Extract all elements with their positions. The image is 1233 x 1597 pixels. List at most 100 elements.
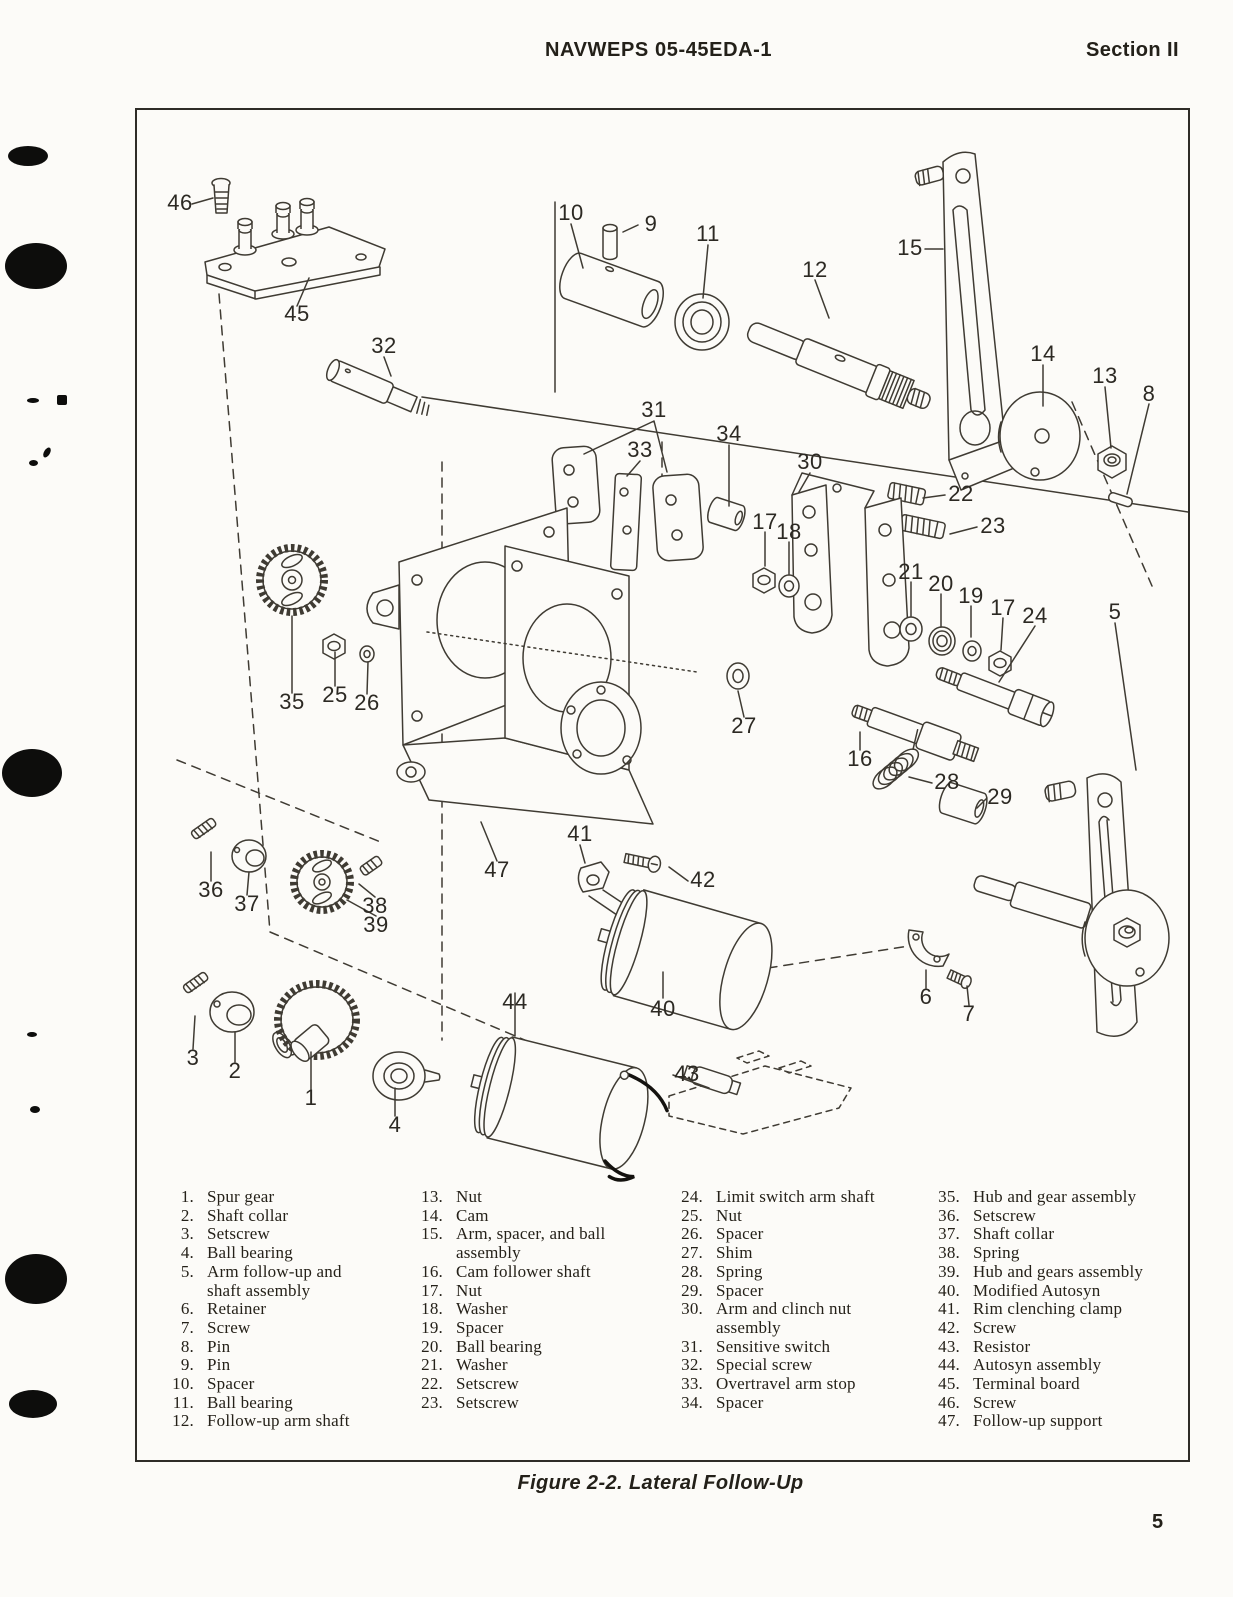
part-resistor-43 xyxy=(668,1050,852,1135)
part-name: Spacer xyxy=(207,1374,255,1394)
parts-list-item: 11.Ball bearing xyxy=(158,1393,404,1413)
part-number: 7. xyxy=(180,1317,194,1337)
part-name: Shaft collar xyxy=(973,1224,1055,1244)
parts-list-item: 26.Spacer xyxy=(667,1225,921,1244)
parts-list-item: 21.Washer xyxy=(407,1356,659,1375)
parts-list-item: 33.Overtravel arm stop xyxy=(667,1374,921,1394)
part-cam-follower-shaft-16 xyxy=(851,704,980,763)
part-ball-bearing-11 xyxy=(674,293,730,351)
callout-32: 32 xyxy=(371,333,396,358)
callout-27: 27 xyxy=(731,713,756,738)
parts-list-item: 13.Nut xyxy=(407,1187,659,1207)
part-number: 18. xyxy=(421,1299,443,1319)
part-number: 29. xyxy=(681,1280,703,1300)
part-name: Shaft collar xyxy=(207,1205,289,1225)
part-number: 13. xyxy=(421,1187,443,1206)
part-ball-bearing-4 xyxy=(372,1051,441,1101)
scan-mark xyxy=(2,749,62,797)
part-name: Spacer xyxy=(716,1392,764,1412)
part-hub-and-gear-assembly-35 xyxy=(256,544,328,616)
parts-list-item: 47.Follow-up support xyxy=(924,1412,1186,1431)
part-number: 27. xyxy=(681,1243,703,1263)
part-overtravel-arm-stop-33 xyxy=(609,472,643,572)
callout-40: 40 xyxy=(650,996,675,1021)
part-number: 45. xyxy=(938,1374,960,1394)
parts-list-item: 6.Retainer xyxy=(158,1300,404,1319)
parts-list-item: 7.Screw xyxy=(158,1317,404,1338)
part-arm-follow-up-5 xyxy=(973,773,1170,1037)
callout-34: 34 xyxy=(716,421,741,446)
part-number: 10. xyxy=(172,1374,194,1394)
parts-list-item: 2.Shaft collar xyxy=(158,1205,404,1226)
parts-list-item: 20.Ball bearing xyxy=(407,1337,659,1357)
callout-46: 46 xyxy=(167,190,192,215)
part-name: Limit switch arm shaft xyxy=(716,1187,875,1206)
part-name: Pin xyxy=(207,1336,231,1356)
callout-20: 20 xyxy=(928,571,953,596)
part-screw-42 xyxy=(623,852,662,873)
part-sensitive-switch-31b xyxy=(652,473,704,562)
part-spacer-26 xyxy=(359,645,375,663)
callout-19: 19 xyxy=(958,583,983,608)
callout-47: 47 xyxy=(484,857,509,882)
part-name: Overtravel arm stop xyxy=(716,1374,856,1394)
scan-mark xyxy=(9,1390,57,1418)
parts-list-item: 38.Spring xyxy=(924,1243,1186,1263)
scan-mark xyxy=(30,1106,40,1113)
part-number: 30. xyxy=(681,1299,703,1319)
callout-5: 5 xyxy=(1109,599,1122,624)
part-name: Washer xyxy=(456,1299,508,1319)
part-name: Washer xyxy=(456,1355,508,1375)
parts-list-item: 3.Setscrew xyxy=(158,1225,404,1244)
parts-list-item: 23.Setscrew xyxy=(407,1393,659,1413)
part-name: Ball bearing xyxy=(207,1243,293,1263)
part-shim-27 xyxy=(726,662,750,690)
part-name: Nut xyxy=(456,1280,483,1300)
callout-15: 15 xyxy=(897,235,922,260)
callout-9: 9 xyxy=(645,211,658,236)
parts-list-item: 40. Modified Autosyn xyxy=(924,1280,1186,1301)
part-follow-up-support-47 xyxy=(366,507,698,825)
parts-list-item: 1.Spur gear xyxy=(158,1187,404,1207)
callout-45: 45 xyxy=(284,301,309,326)
part-number: 8. xyxy=(180,1336,194,1356)
parts-list-item: 28.Spring xyxy=(667,1262,921,1282)
part-number: 36. xyxy=(938,1205,960,1225)
part-name: Shim xyxy=(716,1243,753,1263)
part-number: 40. xyxy=(938,1280,960,1300)
part-ball-bearing-20 xyxy=(928,626,956,656)
part-special-screw-32 xyxy=(325,358,430,416)
part-autosyn-assembly-44 xyxy=(470,1036,669,1182)
part-pin-8 xyxy=(1107,492,1133,508)
part-name: Follow-up support xyxy=(973,1411,1103,1431)
parts-list-item: 29.Spacer xyxy=(667,1280,921,1301)
callout-10: 10 xyxy=(558,200,583,225)
part-name: Modified Autosyn xyxy=(973,1280,1101,1300)
scan-mark xyxy=(27,398,39,403)
part-screw-46 xyxy=(211,177,231,214)
part-number: 43. xyxy=(938,1336,960,1356)
scan-mark xyxy=(27,1032,37,1037)
parts-list-item: 35.Hub and gear assembly xyxy=(924,1187,1186,1207)
callout-44: 44 xyxy=(502,989,527,1014)
callout-42: 42 xyxy=(690,867,715,892)
part-number: 44. xyxy=(938,1355,960,1375)
part-number: 37. xyxy=(938,1224,960,1244)
page-number: 5 xyxy=(1152,1511,1164,1533)
part-number: 3. xyxy=(180,1224,194,1244)
parts-list-item: 17.Nut xyxy=(407,1280,659,1301)
part-name: Cam follower shaft xyxy=(456,1261,591,1281)
callout-38: 38 xyxy=(362,893,387,918)
part-setscrew-38 xyxy=(359,855,383,876)
callout-6: 6 xyxy=(920,984,933,1009)
part-number: 42. xyxy=(938,1317,960,1337)
part-name: Setscrew xyxy=(456,1374,519,1394)
scan-mark xyxy=(57,395,67,405)
part-number: 39. xyxy=(938,1261,960,1281)
callout-18: 18 xyxy=(776,519,801,544)
part-name: Rim clenching clamp xyxy=(973,1299,1123,1319)
callout-8: 8 xyxy=(1143,381,1156,406)
parts-list-item: 14.Cam xyxy=(407,1206,659,1226)
